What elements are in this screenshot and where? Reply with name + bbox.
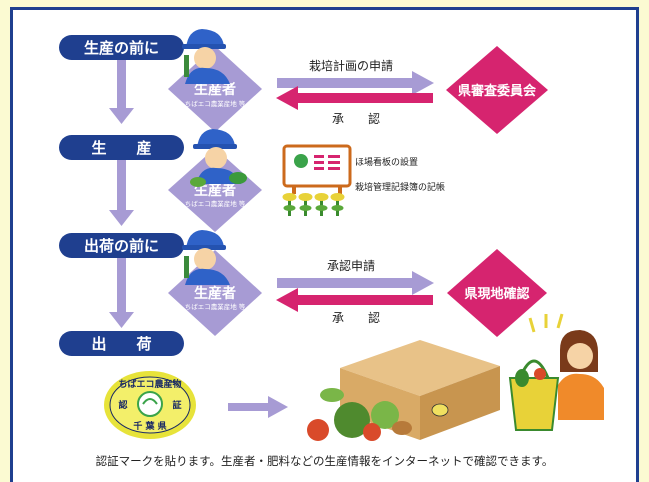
vertical-arrow-3	[109, 258, 134, 328]
stage-pill-production: 生 産	[59, 135, 184, 160]
vertical-arrow-1	[109, 58, 134, 124]
field-check-diamond: 県現地確認	[447, 249, 547, 337]
producer-diamond-1: 生産者 ちばエコ農業産地 等	[168, 46, 262, 132]
footer-caption: 認証マークを貼ります。生産者・肥料などの生産情報をインターネットで確認できます。	[95, 454, 554, 468]
stage-label: 出荷の前に	[84, 237, 159, 255]
seal-top-text: ちばエコ農産物	[118, 378, 181, 390]
vegetables-and-box-illustration	[307, 340, 500, 441]
review-committee-label: 県審査委員会	[458, 83, 537, 99]
producer-subtitle: ちばエコ農業産地 等	[185, 199, 246, 208]
plan-request-label: 栽培計画の申請	[309, 58, 393, 73]
approval-arrow-2	[276, 288, 433, 312]
producer-title: 生産者	[194, 285, 236, 302]
approval-arrow-1	[276, 86, 433, 110]
seal-left-text: 認	[118, 399, 127, 411]
field-check-label: 県現地確認	[464, 286, 529, 302]
farmer-figure-3	[182, 230, 230, 285]
seal-right-text: 証	[172, 399, 181, 411]
stage-pill-before-shipping: 出荷の前に	[59, 233, 184, 258]
approval-request-label: 承認申請	[327, 258, 375, 273]
approval-label-1: 承 認	[332, 111, 380, 126]
producer-title: 生産者	[194, 182, 236, 199]
plan-request-arrow	[277, 71, 434, 95]
shopper-illustration	[508, 313, 604, 431]
vertical-arrow-2	[109, 160, 134, 226]
stage-label: 出 荷	[91, 335, 151, 353]
producer-subtitle: ちばエコ農業産地 等	[185, 302, 246, 311]
approval-request-arrow	[277, 271, 434, 295]
approval-label-2: 承 認	[332, 310, 380, 325]
stage-label: 生 産	[91, 139, 151, 157]
producer-title: 生産者	[194, 81, 236, 98]
record-book-note: 栽培管理記録簿の記帳	[355, 181, 445, 193]
producer-diamond-2: 生産者 ちばエコ農業産地 等	[168, 148, 262, 232]
farmer-figure-2	[190, 129, 247, 187]
farmer-figure-1	[182, 29, 230, 84]
stage-pill-shipping: 出 荷	[59, 331, 184, 356]
producer-subtitle: ちばエコ農業産地 等	[185, 99, 246, 108]
signboard-illustration	[282, 144, 352, 216]
seal-bottom-text: 千 葉 県	[133, 420, 166, 432]
signboard-note: ほ場看板の設置	[355, 156, 418, 168]
review-committee-diamond: 県審査委員会	[446, 46, 548, 134]
stage-label: 生産の前に	[84, 39, 159, 57]
seal-to-products-arrow	[228, 396, 288, 418]
stage-pill-before-production: 生産の前に	[59, 35, 184, 60]
certification-seal: ちばエコ農産物 認 証 千 葉 県	[104, 371, 196, 439]
producer-diamond-3: 生産者 ちばエコ農業産地 等	[168, 250, 262, 336]
